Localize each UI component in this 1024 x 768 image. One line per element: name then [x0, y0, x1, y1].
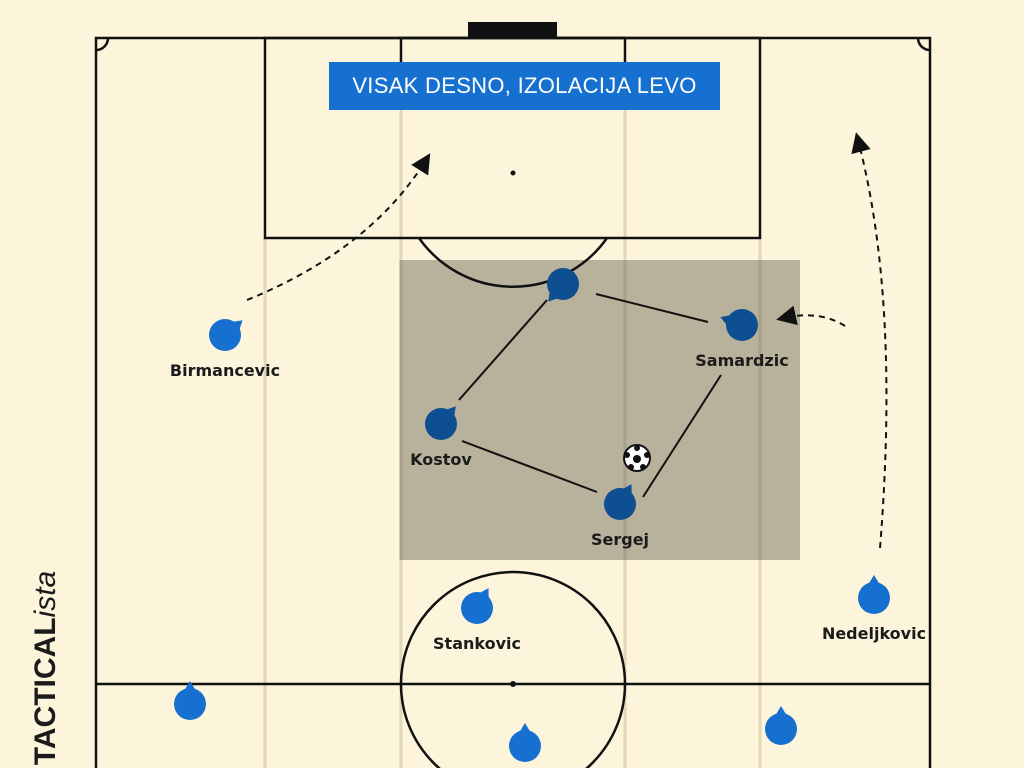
player-name: Birmancevic — [170, 361, 280, 380]
run-arrow-birmancevic — [246, 153, 431, 301]
player-marker[interactable] — [461, 592, 493, 624]
diagram-title: VISAK DESNO, IZOLACIJA LEVO — [329, 62, 720, 110]
tacticalista-logo: TACTICALista — [29, 571, 63, 765]
center-spot — [510, 681, 516, 687]
player[interactable]: Kostov — [410, 406, 472, 469]
facing-indicator-icon — [519, 723, 531, 732]
player-marker[interactable] — [425, 408, 457, 440]
player-marker[interactable] — [604, 488, 636, 520]
facing-indicator-icon — [868, 575, 880, 584]
player[interactable]: Birmancevic — [170, 319, 280, 380]
player-marker[interactable] — [547, 268, 579, 300]
logo-main: TACTICAL — [29, 617, 62, 766]
player[interactable] — [509, 723, 541, 762]
logo-suffix: ista — [29, 570, 62, 618]
highlight-zone — [400, 260, 800, 560]
player-marker[interactable] — [174, 688, 206, 720]
player[interactable]: Sergej — [591, 484, 649, 549]
player[interactable]: Stankovic — [433, 588, 521, 653]
facing-indicator-icon — [548, 291, 558, 302]
player[interactable] — [547, 268, 579, 302]
run-arrow-samardzic — [776, 305, 846, 327]
facing-indicator-icon — [232, 320, 243, 330]
ball — [623, 444, 651, 472]
player-name: Samardzic — [695, 351, 788, 370]
penalty-spot — [510, 170, 516, 176]
facing-indicator-icon — [775, 706, 787, 715]
player[interactable] — [174, 681, 206, 720]
player[interactable]: Samardzic — [695, 309, 789, 370]
player-name: Sergej — [591, 530, 649, 549]
player-name: Stankovic — [433, 634, 521, 653]
player[interactable]: Nedeljkovic — [822, 575, 926, 643]
player-name: Kostov — [410, 450, 472, 469]
facing-indicator-icon — [446, 406, 456, 417]
facing-indicator-icon — [184, 681, 196, 690]
goal — [468, 22, 557, 38]
players: Birmancevic SamardzicKostovSergejStankovi… — [170, 268, 926, 762]
player-marker[interactable] — [209, 319, 241, 351]
run-arrow-nedeljkovic — [851, 132, 888, 549]
player[interactable] — [765, 706, 797, 745]
player-marker[interactable] — [509, 730, 541, 762]
player-name: Nedeljkovic — [822, 624, 926, 643]
player-marker[interactable] — [726, 309, 758, 341]
player-marker[interactable] — [858, 582, 890, 614]
player-marker[interactable] — [765, 713, 797, 745]
passing-lines — [458, 293, 722, 498]
